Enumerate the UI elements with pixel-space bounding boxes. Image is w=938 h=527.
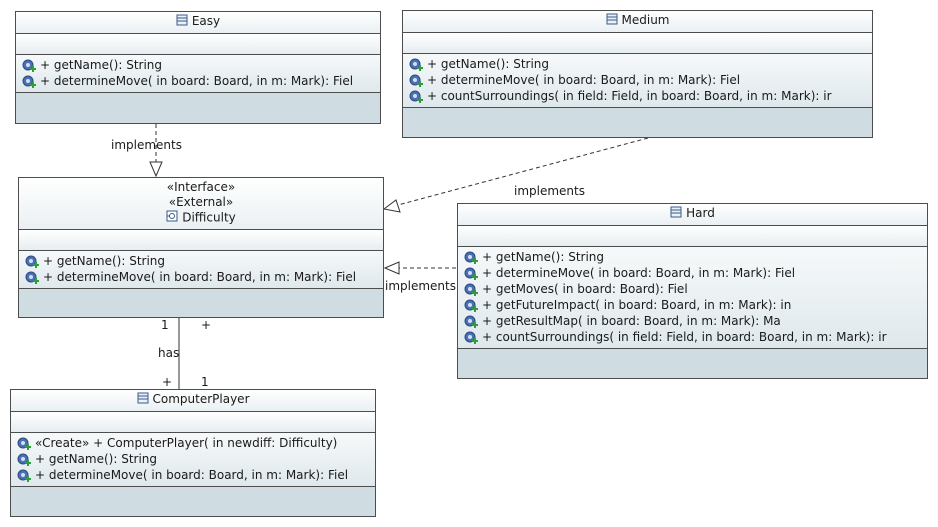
has-association-label: has xyxy=(158,346,180,360)
operation[interactable]: + determineMove( in board: Board, in m: … xyxy=(409,72,872,88)
public-method-icon xyxy=(17,453,31,467)
multiplicity-label: 1 xyxy=(201,375,209,389)
public-method-icon xyxy=(464,283,478,297)
interface-icon xyxy=(166,210,178,226)
operation[interactable]: «Create» + ComputerPlayer( in newdiff: D… xyxy=(17,435,375,451)
medium-realization-line xyxy=(397,137,649,206)
class-medium-operations: + getName(): String + determineMove( in … xyxy=(403,54,872,107)
class-computerplayer-operations: «Create» + ComputerPlayer( in newdiff: D… xyxy=(11,433,375,486)
operation[interactable]: + getName(): String xyxy=(464,249,927,265)
class-easy-header: Easy xyxy=(16,12,380,33)
public-method-icon xyxy=(409,74,423,88)
interface-stereotype: «Interface» xyxy=(166,180,236,194)
class-medium-header: Medium xyxy=(403,11,872,32)
class-computerplayer-name: ComputerPlayer xyxy=(152,392,250,406)
operation[interactable]: + countSurroundings( in field: Field, in… xyxy=(409,88,872,104)
class-medium-attributes xyxy=(403,33,872,53)
interface-difficulty-name: Difficulty xyxy=(182,210,236,225)
interface-difficulty-footer xyxy=(19,289,383,317)
external-stereotype: «External» xyxy=(168,195,234,209)
class-icon xyxy=(670,206,682,222)
class-hard-header: Hard xyxy=(458,204,927,225)
class-easy-attributes xyxy=(16,34,380,54)
class-easy[interactable]: Easy + getName(): String + determineMove… xyxy=(15,11,381,124)
public-method-icon xyxy=(17,469,31,483)
operation[interactable]: + determineMove( in board: Board, in m: … xyxy=(22,73,380,89)
hard-implements-label: implements xyxy=(385,279,456,293)
operation[interactable]: + determineMove( in board: Board, in m: … xyxy=(464,265,927,281)
class-hard-name: Hard xyxy=(686,206,715,220)
operation[interactable]: + getName(): String xyxy=(22,57,380,73)
class-medium[interactable]: Medium + getName(): String + determineMo… xyxy=(402,10,873,138)
public-method-icon xyxy=(25,255,39,269)
public-method-icon xyxy=(409,58,423,72)
easy-implements-label: implements xyxy=(111,138,182,152)
class-medium-footer xyxy=(403,108,872,137)
operation[interactable]: + determineMove( in board: Board, in m: … xyxy=(25,269,383,285)
public-method-icon xyxy=(17,437,31,451)
multiplicity-label: 1 xyxy=(161,318,169,332)
operation[interactable]: + getResultMap( in board: Board, in m: M… xyxy=(464,313,927,329)
class-hard-operations: + getName(): String + determineMove( in … xyxy=(458,247,927,348)
class-hard-attributes xyxy=(458,226,927,246)
hard-realization-arrowhead xyxy=(383,261,400,275)
public-method-icon xyxy=(464,315,478,329)
public-method-icon xyxy=(464,299,478,313)
operation[interactable]: + getName(): String xyxy=(409,56,872,72)
navigability-label: + xyxy=(201,318,212,332)
operation[interactable]: + getFutureImpact( in board: Board, in m… xyxy=(464,297,927,313)
class-hard-footer xyxy=(458,349,927,378)
class-icon xyxy=(176,14,188,30)
operation[interactable]: + getMoves( in board: Board): Fiel xyxy=(464,281,927,297)
public-method-icon xyxy=(464,251,478,265)
class-hard[interactable]: Hard + getName(): String + determineMove… xyxy=(457,203,928,379)
public-method-icon xyxy=(25,271,39,285)
class-easy-name: Easy xyxy=(191,14,221,28)
class-computerplayer[interactable]: ComputerPlayer «Create» + ComputerPlayer… xyxy=(10,389,376,517)
operation[interactable]: + countSurroundings( in field: Field, in… xyxy=(464,329,927,345)
interface-difficulty[interactable]: «Interface» «External» Difficulty + getN… xyxy=(18,177,384,318)
navigability-label: + xyxy=(162,375,173,389)
class-computerplayer-attributes xyxy=(11,412,375,432)
class-icon xyxy=(137,392,149,408)
class-icon xyxy=(606,13,618,29)
class-easy-operations: + getName(): String + determineMove( in … xyxy=(16,55,380,92)
easy-realization-arrowhead xyxy=(149,161,163,178)
public-method-icon xyxy=(22,75,36,89)
operation[interactable]: + getName(): String xyxy=(17,451,375,467)
medium-realization-arrowhead xyxy=(382,199,401,213)
public-method-icon xyxy=(464,331,478,345)
interface-difficulty-attributes xyxy=(19,230,383,250)
class-medium-name: Medium xyxy=(621,13,670,27)
interface-difficulty-header: «Interface» «External» Difficulty xyxy=(19,178,383,229)
public-method-icon xyxy=(464,267,478,281)
operation[interactable]: + determineMove( in board: Board, in m: … xyxy=(17,467,375,483)
public-method-icon xyxy=(22,59,36,73)
class-computerplayer-footer xyxy=(11,487,375,516)
operation[interactable]: + getName(): String xyxy=(25,253,383,269)
public-method-icon xyxy=(409,90,423,104)
class-computerplayer-header: ComputerPlayer xyxy=(11,390,375,411)
interface-difficulty-operations: + getName(): String + determineMove( in … xyxy=(19,251,383,288)
medium-implements-label: implements xyxy=(514,184,585,198)
class-easy-footer xyxy=(16,93,380,123)
